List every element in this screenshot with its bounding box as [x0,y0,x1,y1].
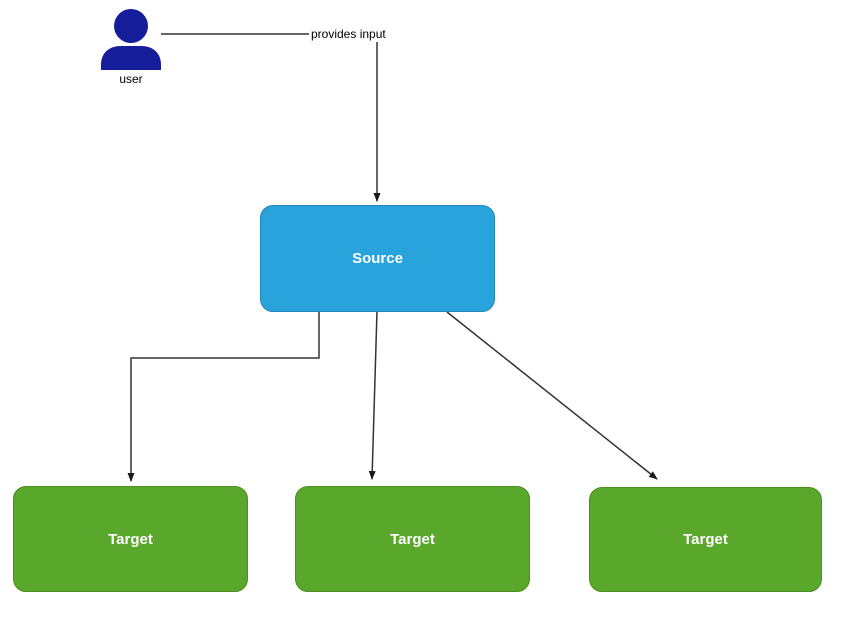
target-node-1-label: Target [108,530,153,548]
edge-source-to-target-3[interactable] [446,311,658,480]
target-node-2[interactable]: Target [295,486,530,592]
target-node-2-label: Target [390,530,435,548]
edge-source-to-target-1[interactable] [127,311,320,482]
user-icon[interactable] [101,9,161,70]
target-node-3-label: Target [683,531,728,548]
edge-user-to-source[interactable] [161,33,381,202]
source-node[interactable]: Source [260,205,495,312]
edge-source-to-target-2[interactable] [368,310,378,480]
user-icon-head [114,9,148,43]
target-node-3[interactable]: Target [589,487,822,592]
target-node-1[interactable]: Target [13,486,248,592]
source-node-label: Source [352,250,403,267]
user-icon-body [101,46,161,70]
user-label: user [119,72,143,86]
edge-label-provides-input: provides input [309,27,388,42]
